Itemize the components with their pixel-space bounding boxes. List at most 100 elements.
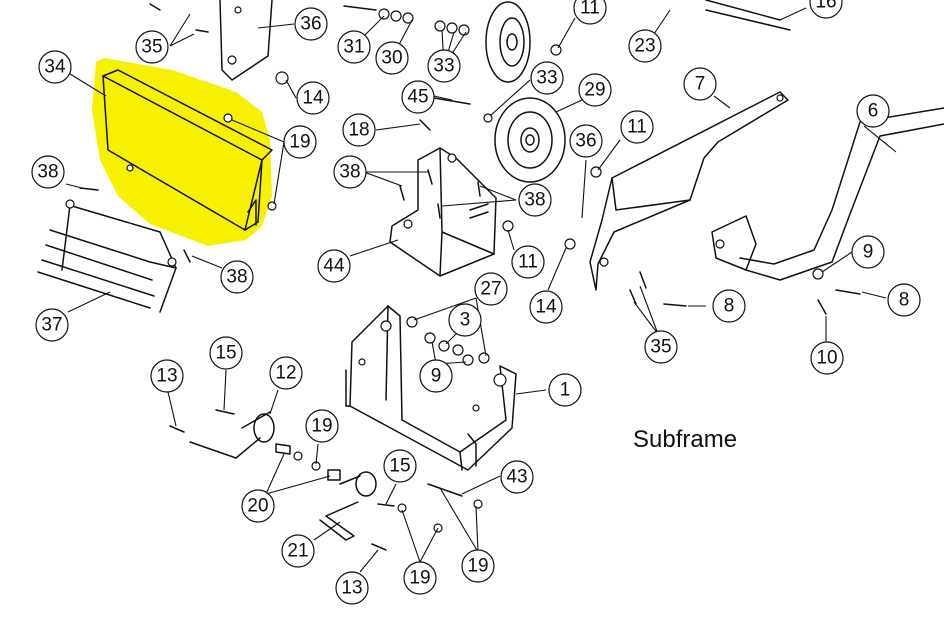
callout-circle xyxy=(548,373,582,407)
callout-label: 15 xyxy=(215,343,236,364)
callout-label: 29 xyxy=(584,80,605,101)
part-6-handle xyxy=(711,107,944,281)
callout-label: 11 xyxy=(627,117,647,138)
callout-circle xyxy=(810,341,844,375)
callout-20: 20 xyxy=(241,489,275,523)
callout-12: 12 xyxy=(269,356,303,390)
part-12-spring xyxy=(189,411,275,459)
callout-label: 9 xyxy=(863,242,874,263)
callout-label: 36 xyxy=(300,14,321,35)
callout-circle xyxy=(209,336,243,370)
part-34-cover xyxy=(102,69,273,231)
callout-circle xyxy=(628,29,662,63)
callout-circle xyxy=(135,30,169,64)
callout-circle xyxy=(38,50,72,84)
callout-30: 30 xyxy=(375,41,409,75)
callout-label: 11 xyxy=(580,0,600,19)
callout-circle xyxy=(809,0,843,19)
callout-circle xyxy=(150,359,184,393)
callout-circle xyxy=(448,303,482,337)
callout-circle xyxy=(427,49,461,83)
callout-label: 15 xyxy=(389,456,410,477)
callout-circle xyxy=(500,460,534,494)
callout-36b: 36 xyxy=(569,124,603,158)
callout-circle xyxy=(35,308,69,342)
callout-43: 43 xyxy=(500,460,534,494)
callout-6: 6 xyxy=(856,94,890,128)
callout-label: 45 xyxy=(407,87,428,108)
callout-label: 11 xyxy=(518,252,538,273)
callout-3: 3 xyxy=(448,303,482,337)
callout-15a: 15 xyxy=(209,336,243,370)
callout-35b: 35 xyxy=(644,330,678,364)
callout-circle xyxy=(620,110,654,144)
callout-19c: 19 xyxy=(403,561,437,595)
callout-circle xyxy=(269,356,303,390)
callout-14a: 14 xyxy=(296,81,330,115)
part-37-wire-guard xyxy=(37,199,177,313)
callout-37: 37 xyxy=(35,308,69,342)
callout-circle xyxy=(712,289,746,323)
callout-23: 23 xyxy=(628,29,662,63)
callout-label: 19 xyxy=(311,416,332,437)
fasteners xyxy=(79,0,861,533)
callout-label: 6 xyxy=(868,101,879,122)
part-top-bracket xyxy=(219,0,273,81)
callout-label: 20 xyxy=(247,496,268,517)
callout-circle xyxy=(294,7,328,41)
callout-circle xyxy=(644,330,678,364)
callout-circle xyxy=(220,260,254,294)
callout-29: 29 xyxy=(578,73,612,107)
part-34-highlight xyxy=(92,58,272,246)
callout-circle xyxy=(578,73,612,107)
callout-label: 14 xyxy=(302,88,324,109)
callout-34: 34 xyxy=(38,50,72,84)
callout-33a: 33 xyxy=(427,49,461,83)
callout-label: 3 xyxy=(460,310,471,331)
callout-circle xyxy=(461,549,495,583)
part-44-bracket xyxy=(389,147,497,277)
callout-circle xyxy=(31,155,65,189)
callout-label: 33 xyxy=(536,68,557,89)
part-13-pins xyxy=(169,425,387,551)
part-7-plate xyxy=(589,91,789,291)
callout-label: 43 xyxy=(506,467,527,488)
callout-label: 38 xyxy=(37,162,58,183)
callout-15b: 15 xyxy=(383,449,417,483)
callout-circle xyxy=(342,113,376,147)
callout-circle xyxy=(518,183,552,217)
callout-label: 10 xyxy=(816,348,837,369)
callout-label: 18 xyxy=(348,120,369,141)
callout-45: 45 xyxy=(401,80,435,114)
callout-label: 13 xyxy=(341,578,362,599)
callout-label: 35 xyxy=(650,337,671,358)
callout-10: 10 xyxy=(810,341,844,375)
callout-label: 8 xyxy=(724,296,735,317)
callout-circle xyxy=(530,61,564,95)
callout-38a: 38 xyxy=(333,155,367,189)
callout-label: 19 xyxy=(289,132,310,153)
callout-circle xyxy=(305,409,339,443)
callout-circle xyxy=(403,561,437,595)
callout-44: 44 xyxy=(317,249,351,283)
callout-label: 19 xyxy=(409,568,430,589)
callout-circle xyxy=(335,571,369,605)
callout-1: 1 xyxy=(548,373,582,407)
callout-14b: 14 xyxy=(529,290,563,324)
callout-label: 13 xyxy=(156,366,177,387)
callout-label: 38 xyxy=(339,162,360,183)
callout-11c: 11 xyxy=(511,245,545,279)
callout-circle xyxy=(333,155,367,189)
callout-circle xyxy=(474,272,508,306)
callout-circle xyxy=(856,94,890,128)
callout-31: 31 xyxy=(337,30,371,64)
callout-8a: 8 xyxy=(887,283,921,317)
callout-circle xyxy=(383,449,417,483)
callout-label: 23 xyxy=(634,36,655,57)
callout-label: 8 xyxy=(899,290,910,311)
callout-label: 30 xyxy=(381,48,402,69)
callout-label: 38 xyxy=(226,267,247,288)
callout-circle xyxy=(337,30,371,64)
diagram-title: Subframe xyxy=(633,426,737,453)
callout-circle xyxy=(529,290,563,324)
